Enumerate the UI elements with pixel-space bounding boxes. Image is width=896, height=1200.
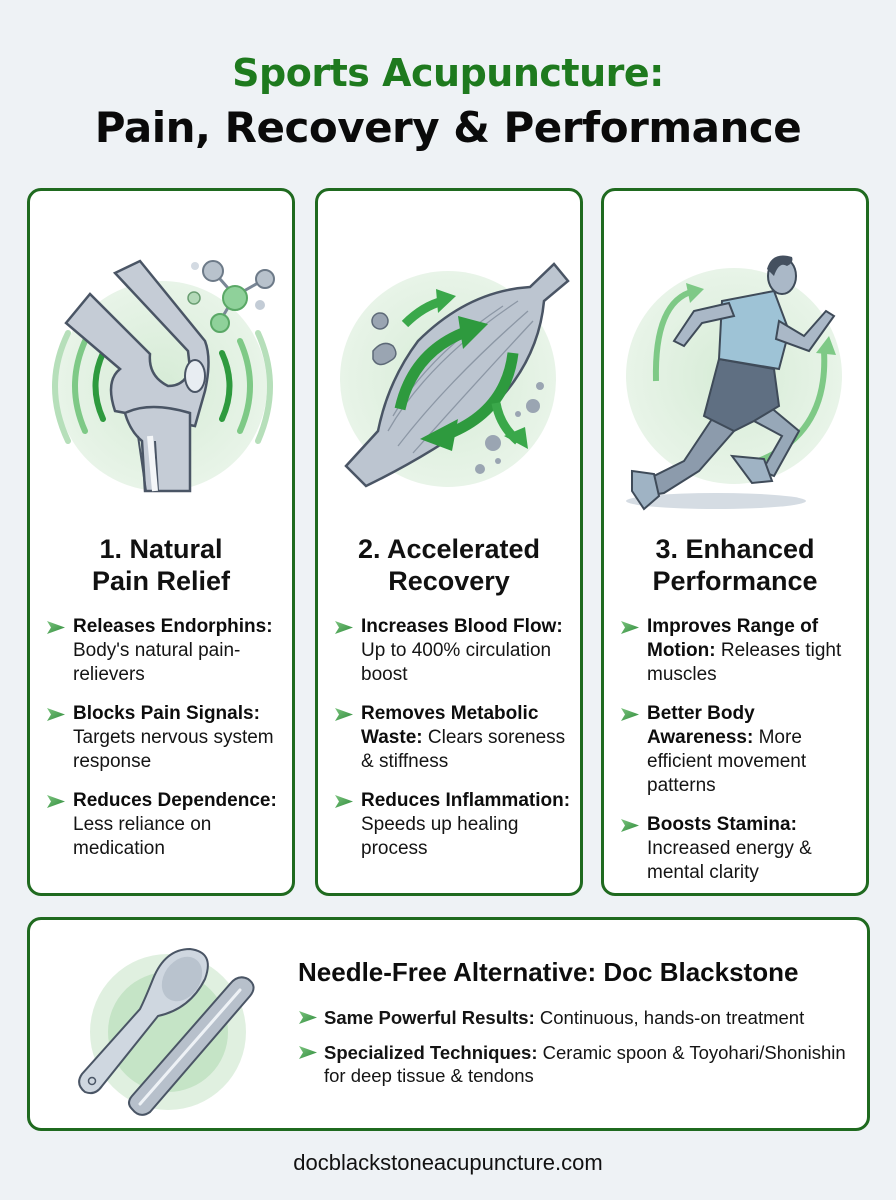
benefit-heading: Reduces Dependence:	[73, 790, 277, 811]
alternative-title: Needle-Free Alternative: Doc Blackstone	[298, 957, 799, 987]
benefit-item: Removes Metabolic Waste: Clears soreness…	[332, 702, 574, 774]
benefit-item: Better Body Awareness: More efficient mo…	[618, 702, 860, 798]
runner-icon	[604, 191, 866, 521]
muscle-circulation-icon	[318, 191, 580, 521]
benefit-heading: Releases Endorphins:	[73, 616, 273, 637]
benefit-heading: Better Body Awareness:	[647, 703, 755, 748]
benefit-text: Targets nervous system response	[73, 727, 274, 772]
arrow-bullet-icon	[46, 794, 66, 809]
benefit-heading: Boosts Stamina:	[647, 814, 797, 835]
benefit-heading: Improves Range of Motion:	[647, 616, 819, 661]
benefit-list: Improves Range of Motion: Releases tight…	[618, 615, 860, 893]
arrow-bullet-icon	[620, 818, 640, 833]
ceramic-spoon-and-rod-icon	[40, 924, 290, 1124]
card-title-line1: 3. Enhanced	[655, 534, 815, 564]
card-title: 2. Accelerated Recovery	[318, 533, 580, 597]
arrow-bullet-icon	[46, 707, 66, 722]
alternative-list: Same Powerful Results: Continuous, hands…	[298, 1006, 858, 1099]
alternative-heading: Specialized Techniques:	[324, 1042, 538, 1063]
arrow-bullet-icon	[620, 620, 640, 635]
arrow-bullet-icon	[620, 707, 640, 722]
arrow-bullet-icon	[46, 620, 66, 635]
knee-joint-icon	[30, 191, 292, 521]
alternative-text: Continuous, hands-on treatment	[534, 1007, 805, 1028]
benefit-item: Releases Endorphins: Body's natural pain…	[44, 615, 286, 687]
card-title: 1. Natural Pain Relief	[30, 533, 292, 597]
benefit-list: Increases Blood Flow: Up to 400% circula…	[332, 615, 574, 876]
card-title-line1: 1. Natural	[99, 534, 223, 564]
alternative-item: Specialized Techniques: Ceramic spoon & …	[298, 1041, 858, 1087]
alternative-item: Same Powerful Results: Continuous, hands…	[298, 1006, 858, 1029]
benefit-heading: Reduces Inflammation:	[361, 790, 571, 811]
card-title-line2: Performance	[652, 566, 818, 596]
page-title-line1: Sports Acupuncture:	[232, 51, 664, 95]
card-title: 3. Enhanced Performance	[604, 533, 866, 597]
benefit-text: Increased energy & mental clarity	[647, 838, 812, 883]
page-title-line2: Pain, Recovery & Performance	[94, 103, 802, 152]
benefit-text: Clears soreness & stiffness	[361, 727, 566, 772]
page-title: Sports Acupuncture: Pain, Recovery & Per…	[0, 48, 896, 156]
benefit-text: Up to 400% circulation boost	[361, 640, 552, 685]
website-link[interactable]: docblackstoneacupuncture.com	[293, 1150, 603, 1175]
benefit-item: Improves Range of Motion: Releases tight…	[618, 615, 860, 687]
alternative-text: Ceramic spoon & Toyohari/Shonishin for d…	[324, 1042, 846, 1086]
card-accelerated-recovery: 2. Accelerated Recovery Increases Blood …	[315, 188, 583, 896]
benefit-heading: Blocks Pain Signals:	[73, 703, 260, 724]
arrow-bullet-icon	[334, 794, 354, 809]
benefit-item: Boosts Stamina: Increased energy & menta…	[618, 813, 860, 885]
benefit-item: Blocks Pain Signals: Targets nervous sys…	[44, 702, 286, 774]
arrow-bullet-icon	[334, 707, 354, 722]
card-title-line1: 2. Accelerated	[357, 534, 541, 564]
card-title-line2: Recovery	[388, 566, 510, 596]
benefit-text: Less reliance on medication	[73, 814, 212, 859]
needle-free-alternative-card: Needle-Free Alternative: Doc Blackstone …	[27, 917, 870, 1131]
card-title-line2: Pain Relief	[91, 566, 231, 596]
benefit-text: Releases tight muscles	[647, 640, 842, 685]
benefit-text: Body's natural pain-relievers	[73, 640, 241, 685]
benefit-heading: Removes Metabolic Waste:	[361, 703, 539, 748]
benefit-text: More efficient movement patterns	[647, 727, 807, 796]
card-enhanced-performance: 3. Enhanced Performance Improves Range o…	[601, 188, 869, 896]
arrow-bullet-icon	[334, 620, 354, 635]
benefit-heading: Increases Blood Flow:	[361, 616, 563, 637]
benefit-item: Increases Blood Flow: Up to 400% circula…	[332, 615, 574, 687]
arrow-bullet-icon	[298, 1045, 318, 1060]
alternative-heading: Same Powerful Results:	[324, 1007, 535, 1028]
benefit-item: Reduces Dependence: Less reliance on med…	[44, 789, 286, 861]
benefit-text: Speeds up healing process	[361, 814, 519, 859]
benefit-item: Reduces Inflammation: Speeds up healing …	[332, 789, 574, 861]
benefit-list: Releases Endorphins: Body's natural pain…	[44, 615, 286, 876]
card-natural-pain-relief: 1. Natural Pain Relief Releases Endorphi…	[27, 188, 295, 896]
arrow-bullet-icon	[298, 1010, 318, 1025]
